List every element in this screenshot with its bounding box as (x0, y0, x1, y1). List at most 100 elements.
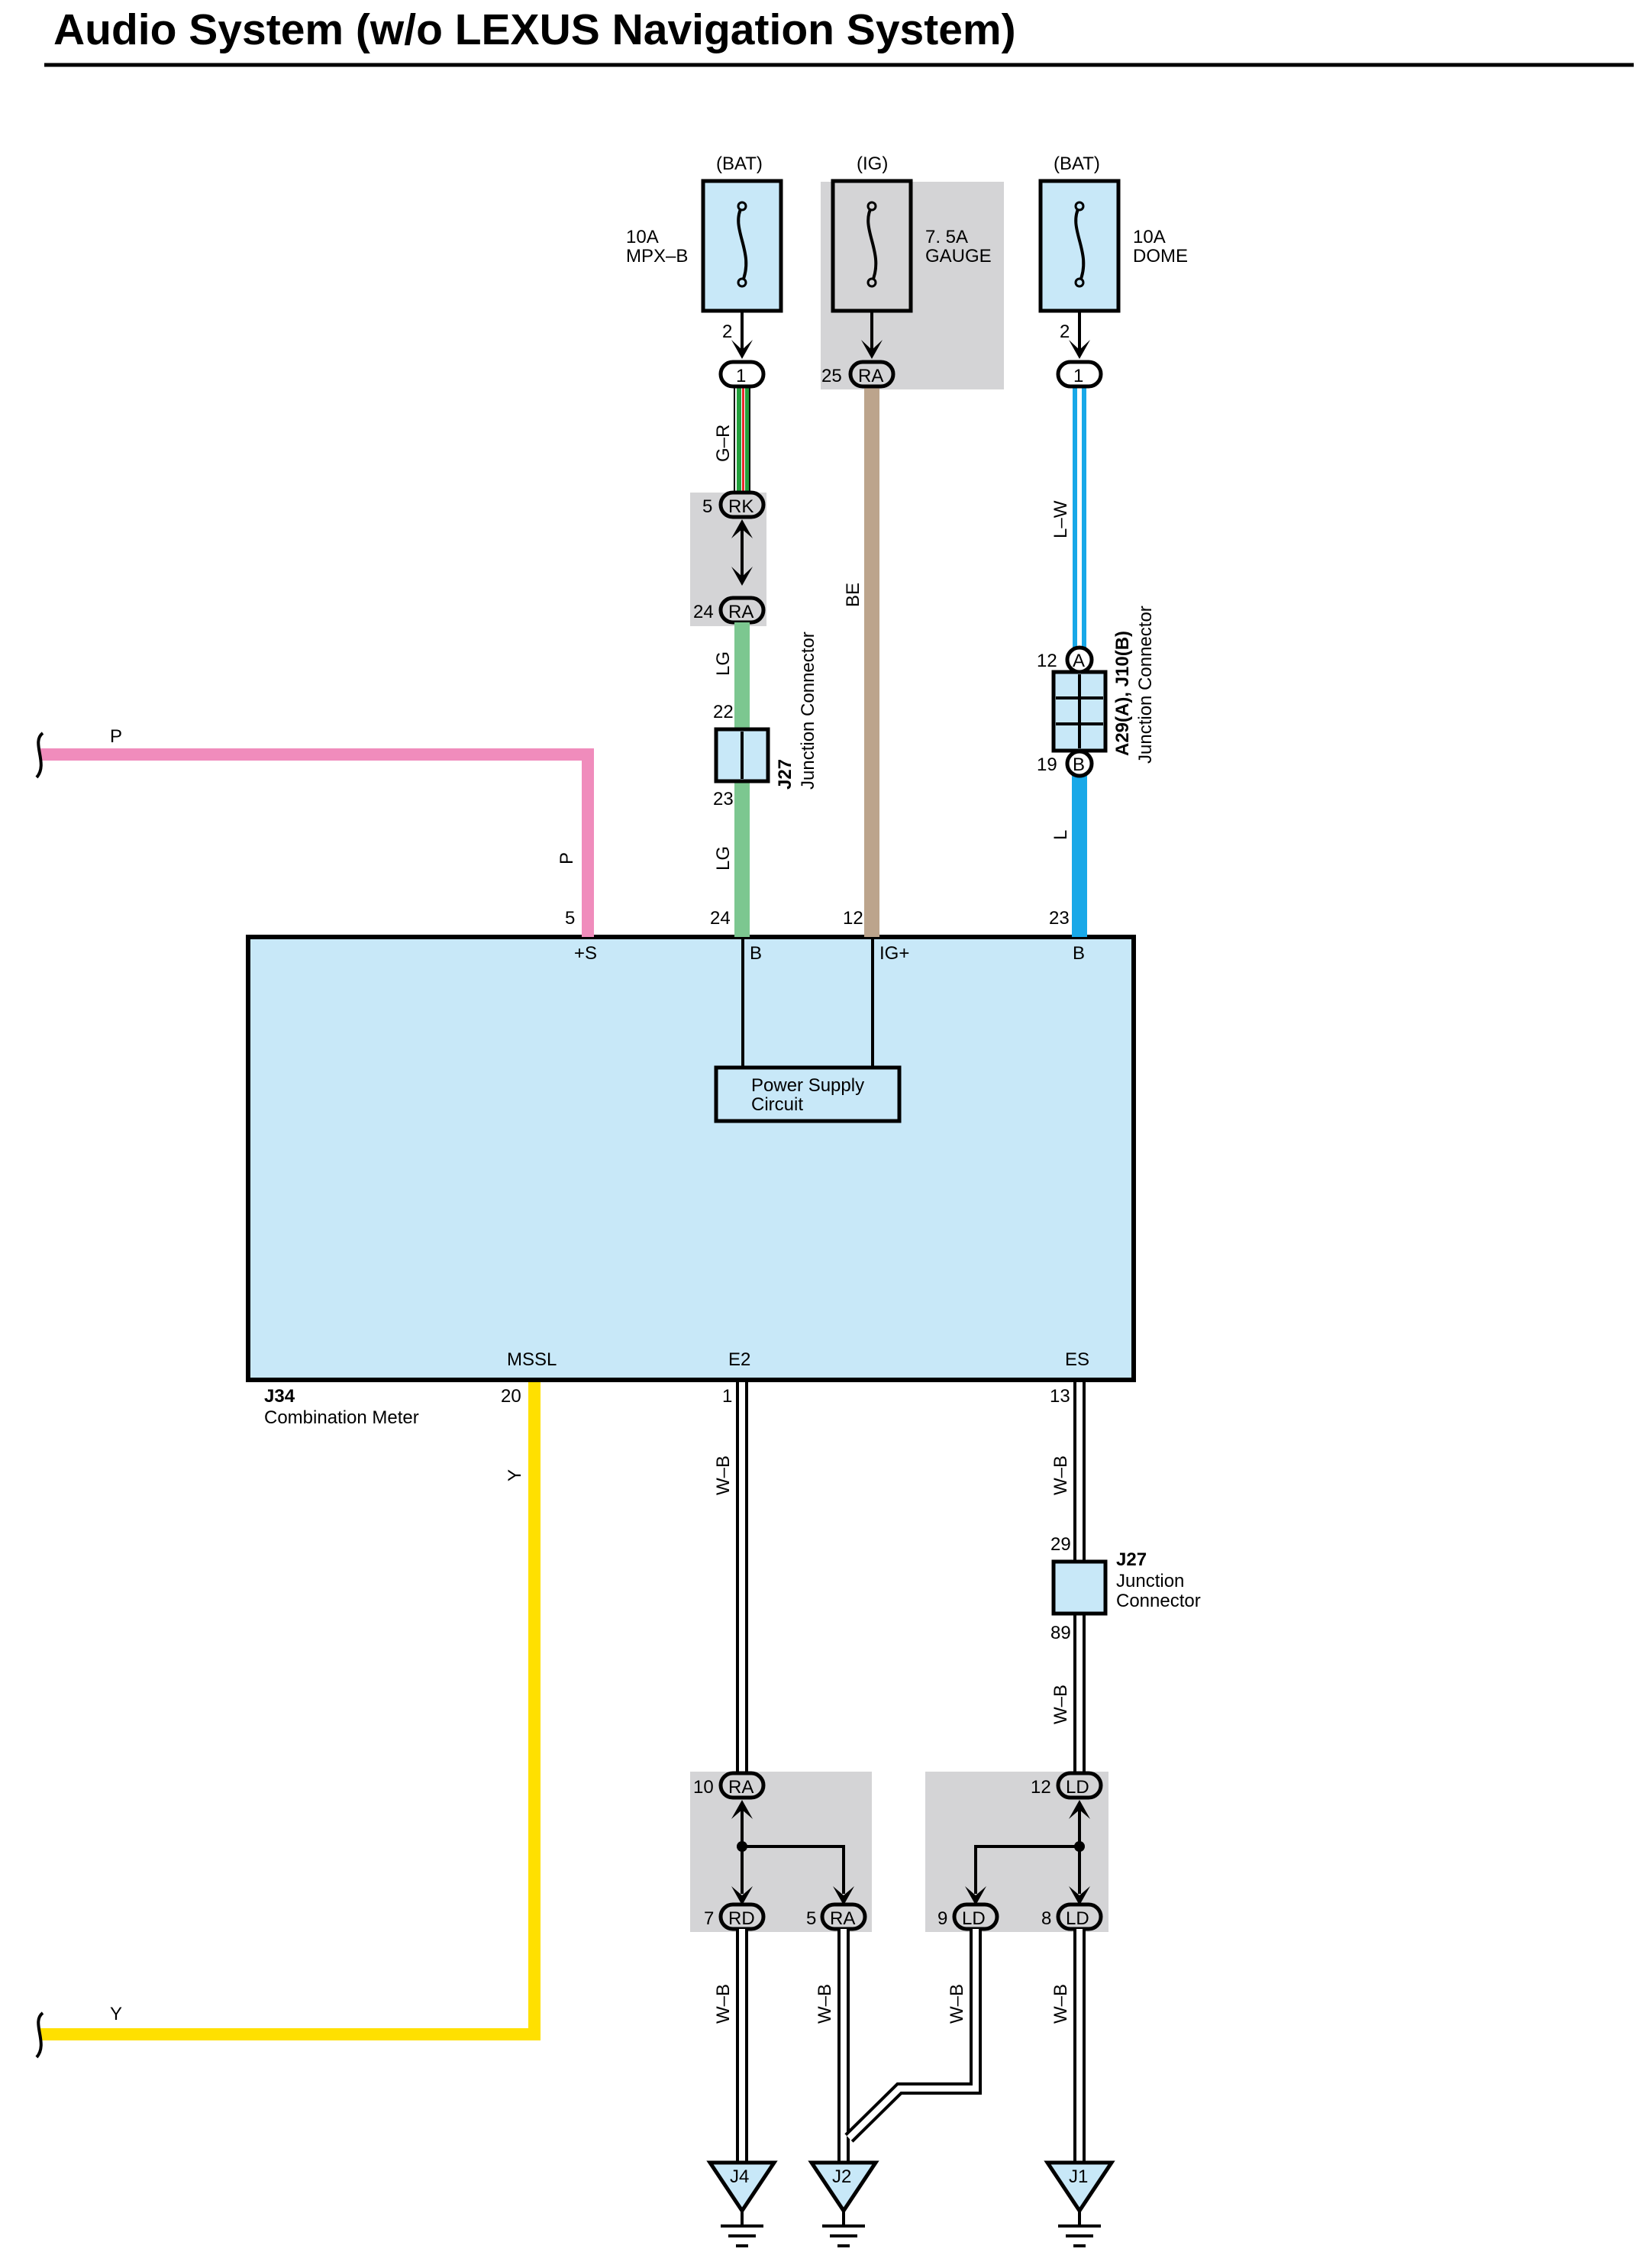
j27-top-pin-bottom: 23 (713, 789, 734, 809)
j27-bottom-pin-top: 29 (1050, 1534, 1071, 1555)
j27-top-pin-top: 22 (713, 702, 734, 722)
fuse-gauge-rating: 7. 5A (925, 227, 968, 247)
meter-pin-5: 5 (565, 908, 575, 929)
connector-ra-gauge-label: RA (858, 366, 883, 386)
meter-term-es: ES (1065, 1349, 1089, 1370)
connector-ra-5-num: 5 (806, 1908, 816, 1929)
meter-term-b1: B (750, 943, 762, 964)
fuse-mpx-b-name: MPX–B (626, 246, 688, 267)
meter-term-mssl: MSSL (507, 1349, 557, 1370)
meter-pin-24: 24 (710, 908, 731, 929)
connector-ra-24-num: 24 (693, 602, 714, 622)
wire-label-lg-bottom: LG (713, 846, 734, 871)
wire-label-wb-e2: W–B (713, 1455, 734, 1495)
a29-pin-a-num: 12 (1037, 651, 1057, 671)
wire-label-g-r: G–R (713, 425, 734, 462)
ground-j1-icon (1044, 2160, 1115, 2247)
fuse-mpx-b-pin: 2 (722, 321, 732, 342)
meter-pin-1: 1 (722, 1386, 732, 1407)
meter-code: J34 (264, 1386, 295, 1407)
fuse-mpx-b-rating: 10A (626, 227, 659, 247)
connector-ld-9-num: 9 (937, 1908, 947, 1929)
wire-label-y-vert: Y (505, 1469, 525, 1481)
connector-ra-10 (718, 1771, 766, 1800)
page-title: Audio System (w/o LEXUS Navigation Syste… (53, 5, 1016, 54)
connector-rk-num: 5 (702, 496, 712, 517)
j27-bottom-name-2: Connector (1116, 1591, 1201, 1611)
connector-ra-10-label: RA (728, 1777, 754, 1798)
a29-pin-b-num: 19 (1037, 754, 1057, 775)
j27-top-name: Junction Connector (798, 632, 818, 790)
a29-pin-a-label: A (1073, 651, 1085, 671)
connector-rd-7-label: RD (728, 1908, 755, 1929)
fuse-dome-name: DOME (1133, 246, 1188, 267)
fuse-mpx-b-element (737, 205, 748, 283)
j27-bottom-name-1: Junction (1116, 1571, 1184, 1591)
j27-bottom-code: J27 (1116, 1549, 1147, 1570)
j27-top-junction (714, 727, 770, 783)
j27-top-code: J27 (775, 759, 795, 790)
connector-ra-gauge-num: 25 (821, 366, 842, 386)
wire-label-wb-g1: W–B (713, 1984, 734, 2024)
connector-ra-10-num: 10 (693, 1777, 714, 1798)
power-supply-label-1: Power Supply (751, 1075, 864, 1096)
meter-term-e2: E2 (728, 1349, 750, 1370)
connector-ra-24-label: RA (728, 602, 754, 622)
a29-pin-b (1065, 749, 1094, 778)
wire-label-l-w: L–W (1050, 500, 1071, 538)
connector-ld-9-label: LD (962, 1908, 986, 1929)
wire-label-wb-g2: W–B (815, 1984, 835, 2024)
combination-meter-body (246, 935, 1136, 1382)
fuse-gauge-name: GAUGE (925, 246, 992, 267)
meter-pin-20: 20 (501, 1386, 521, 1407)
connector-rk-label: RK (728, 496, 754, 517)
power-supply-circuit-box (714, 1065, 902, 1123)
connector-ra-gauge (848, 360, 895, 389)
j27-bottom-pin-bottom: 89 (1050, 1623, 1071, 1643)
wire-label-l: L (1050, 830, 1071, 840)
wire-label-wb-g4: W–B (1050, 1984, 1071, 2024)
ground-j4-icon (706, 2160, 778, 2247)
meter-pin-12: 12 (843, 908, 863, 929)
connector-rd-7-num: 7 (704, 1908, 714, 1929)
wire-label-p-left: P (110, 726, 122, 747)
ground-j2-icon (808, 2160, 879, 2247)
wire-label-y-left: Y (110, 2004, 122, 2024)
meter-name: Combination Meter (264, 1407, 419, 1428)
wire-wb-g3 (844, 1929, 982, 2143)
ground-j2-label: J2 (832, 2166, 851, 2187)
connector-dome-1 (1056, 360, 1103, 389)
wire-break-p (35, 732, 44, 779)
fuse-dome-source: (BAT) (1054, 153, 1100, 174)
fuse-mpx-b-source: (BAT) (716, 153, 763, 174)
meter-term-ig: IG+ (879, 943, 909, 964)
wire-break-y (35, 2011, 44, 2059)
ground-j4-label: J4 (730, 2166, 749, 2187)
connector-ra-5-label: RA (830, 1908, 855, 1929)
connector-dome-1-label: 1 (1073, 366, 1083, 386)
ground-j1-label: J1 (1069, 2166, 1088, 2187)
fuse-dome-rating: 10A (1133, 227, 1166, 247)
wire-p (40, 748, 594, 937)
connector-ld-8-num: 8 (1041, 1908, 1051, 1929)
j27-bottom-junction (1051, 1559, 1108, 1616)
a29-code: A29(A), J10(B) (1112, 631, 1133, 756)
wire-label-wb-es-top: W–B (1050, 1455, 1071, 1495)
wire-label-wb-es-mid: W–B (1050, 1685, 1071, 1724)
connector-rk (718, 490, 766, 519)
meter-term-b2: B (1073, 943, 1085, 964)
fuse-dome-element (1074, 205, 1086, 283)
a29-name: Junction Connector (1135, 606, 1156, 764)
power-supply-label-2: Circuit (751, 1094, 803, 1115)
connector-ld-8-label: LD (1066, 1908, 1089, 1929)
wire-label-be: BE (843, 583, 863, 607)
meter-term-plus-s: +S (574, 943, 597, 964)
fuse-gauge-element (866, 205, 878, 283)
fuse-dome-pin: 2 (1060, 321, 1070, 342)
fuse-gauge-source: (IG) (857, 153, 888, 174)
meter-pin-13: 13 (1050, 1386, 1070, 1407)
wire-label-wb-g3: W–B (947, 1984, 967, 2024)
a29-pin-b-label: B (1073, 754, 1085, 775)
connector-mpx-1-label: 1 (736, 366, 746, 386)
